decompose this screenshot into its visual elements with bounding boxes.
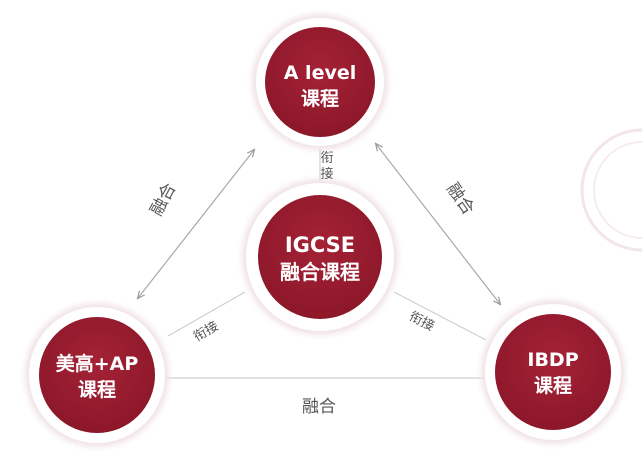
node-ibdp[interactable]: IBDP 课程 [481, 300, 625, 444]
label-center-top-1: 衔 [320, 151, 333, 166]
node-igcse-title: IGCSE [285, 233, 355, 257]
node-igcse-subtitle: 融合课程 [280, 260, 360, 284]
node-ibdp-subtitle: 课程 [534, 375, 572, 397]
label-left-top: 融合 [147, 180, 181, 219]
label-left-right: 融合 [302, 397, 336, 417]
connector-center-right [393, 291, 487, 341]
arrow-right-top [376, 144, 500, 304]
node-a-level[interactable]: A level 课程 [252, 14, 388, 150]
node-a-level-title: A level [284, 62, 357, 84]
node-ibdp-title: IBDP [527, 349, 578, 371]
label-center-top-2: 接 [320, 166, 333, 182]
label-right-top: 融合 [442, 179, 478, 218]
background-watermark [580, 128, 642, 252]
node-igcse[interactable]: IGCSE 融合课程 [242, 179, 398, 335]
node-american-ap[interactable]: 美高+AP 课程 [25, 303, 169, 447]
node-a-level-subtitle: 课程 [301, 88, 339, 110]
label-center-left: 衔接 [191, 318, 222, 345]
node-american-ap-subtitle: 课程 [78, 379, 116, 401]
arrow-left-top [138, 150, 254, 298]
node-american-ap-title: 美高+AP [56, 352, 139, 375]
